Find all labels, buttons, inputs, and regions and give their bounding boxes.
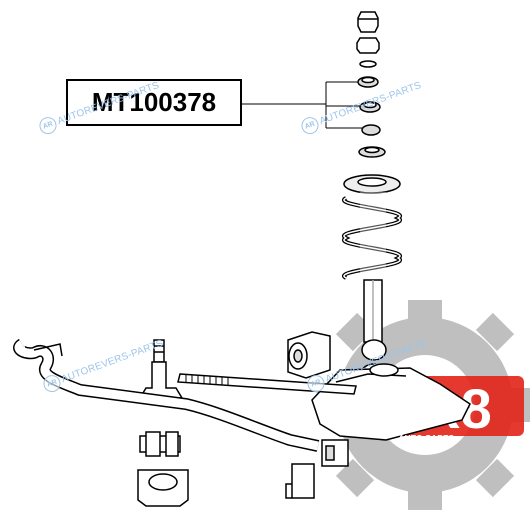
stabilizer-bushing-right [321, 439, 349, 467]
frame-bushing [287, 331, 331, 379]
stabilizer-bar [13, 338, 320, 452]
stabilizer-bracket-left [137, 469, 189, 507]
stabilizer-bracket-right [285, 463, 315, 499]
part-number-label: MT100378 [66, 79, 242, 126]
brand-subtitle: AUTO PARTS [398, 434, 455, 443]
stabilizer-bushing-left [139, 431, 181, 457]
coil-spring [341, 174, 403, 282]
callout-leader [242, 81, 362, 129]
strut-mount-stack [356, 11, 386, 158]
